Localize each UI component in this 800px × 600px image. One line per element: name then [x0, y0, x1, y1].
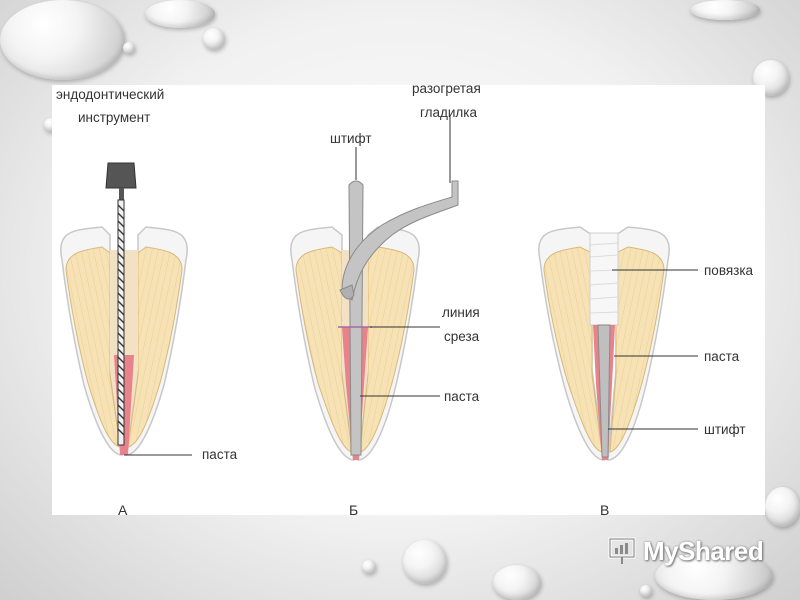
water-drop — [493, 565, 541, 600]
tooth-a — [60, 162, 192, 456]
water-drop — [640, 585, 652, 597]
caption-c: В — [600, 502, 609, 515]
water-drop — [123, 42, 135, 54]
water-drop — [765, 487, 800, 527]
tooth-b — [290, 115, 459, 461]
water-drop — [362, 560, 376, 574]
water-drop — [203, 28, 225, 50]
label-cut-line-2: среза — [444, 329, 480, 344]
tooth-c — [538, 226, 698, 461]
label-dressing: повязка — [704, 263, 754, 278]
presentation-icon — [608, 537, 636, 564]
caption-a: А — [118, 502, 128, 515]
water-drop — [0, 0, 125, 80]
label-endo-instrument-1: эндодонтический — [56, 87, 164, 102]
logo-text: MyShared — [643, 535, 764, 566]
label-pin-c: штифт — [704, 422, 746, 437]
label-heated-spatula-1: разогретая — [412, 85, 481, 96]
label-paste-b: паста — [444, 389, 480, 404]
label-paste-a: паста — [202, 447, 238, 462]
myshared-logo: MyShared — [607, 533, 772, 569]
label-pin-b: штифт — [330, 131, 372, 146]
label-paste-c: паста — [704, 349, 740, 364]
water-drop — [655, 552, 773, 600]
label-endo-instrument-2: инструмент — [78, 110, 150, 125]
label-cut-line-1: линия — [442, 305, 480, 320]
root-canal-diagram: эндодонтический инструмент паста разогре… — [56, 81, 754, 518]
water-drop — [403, 540, 447, 584]
water-drop — [145, 0, 215, 28]
water-drop — [690, 0, 760, 20]
caption-b: Б — [349, 502, 358, 515]
label-heated-spatula-2: гладилка — [420, 105, 478, 120]
diagram-panel: эндодонтический инструмент паста разогре… — [52, 81, 765, 518]
